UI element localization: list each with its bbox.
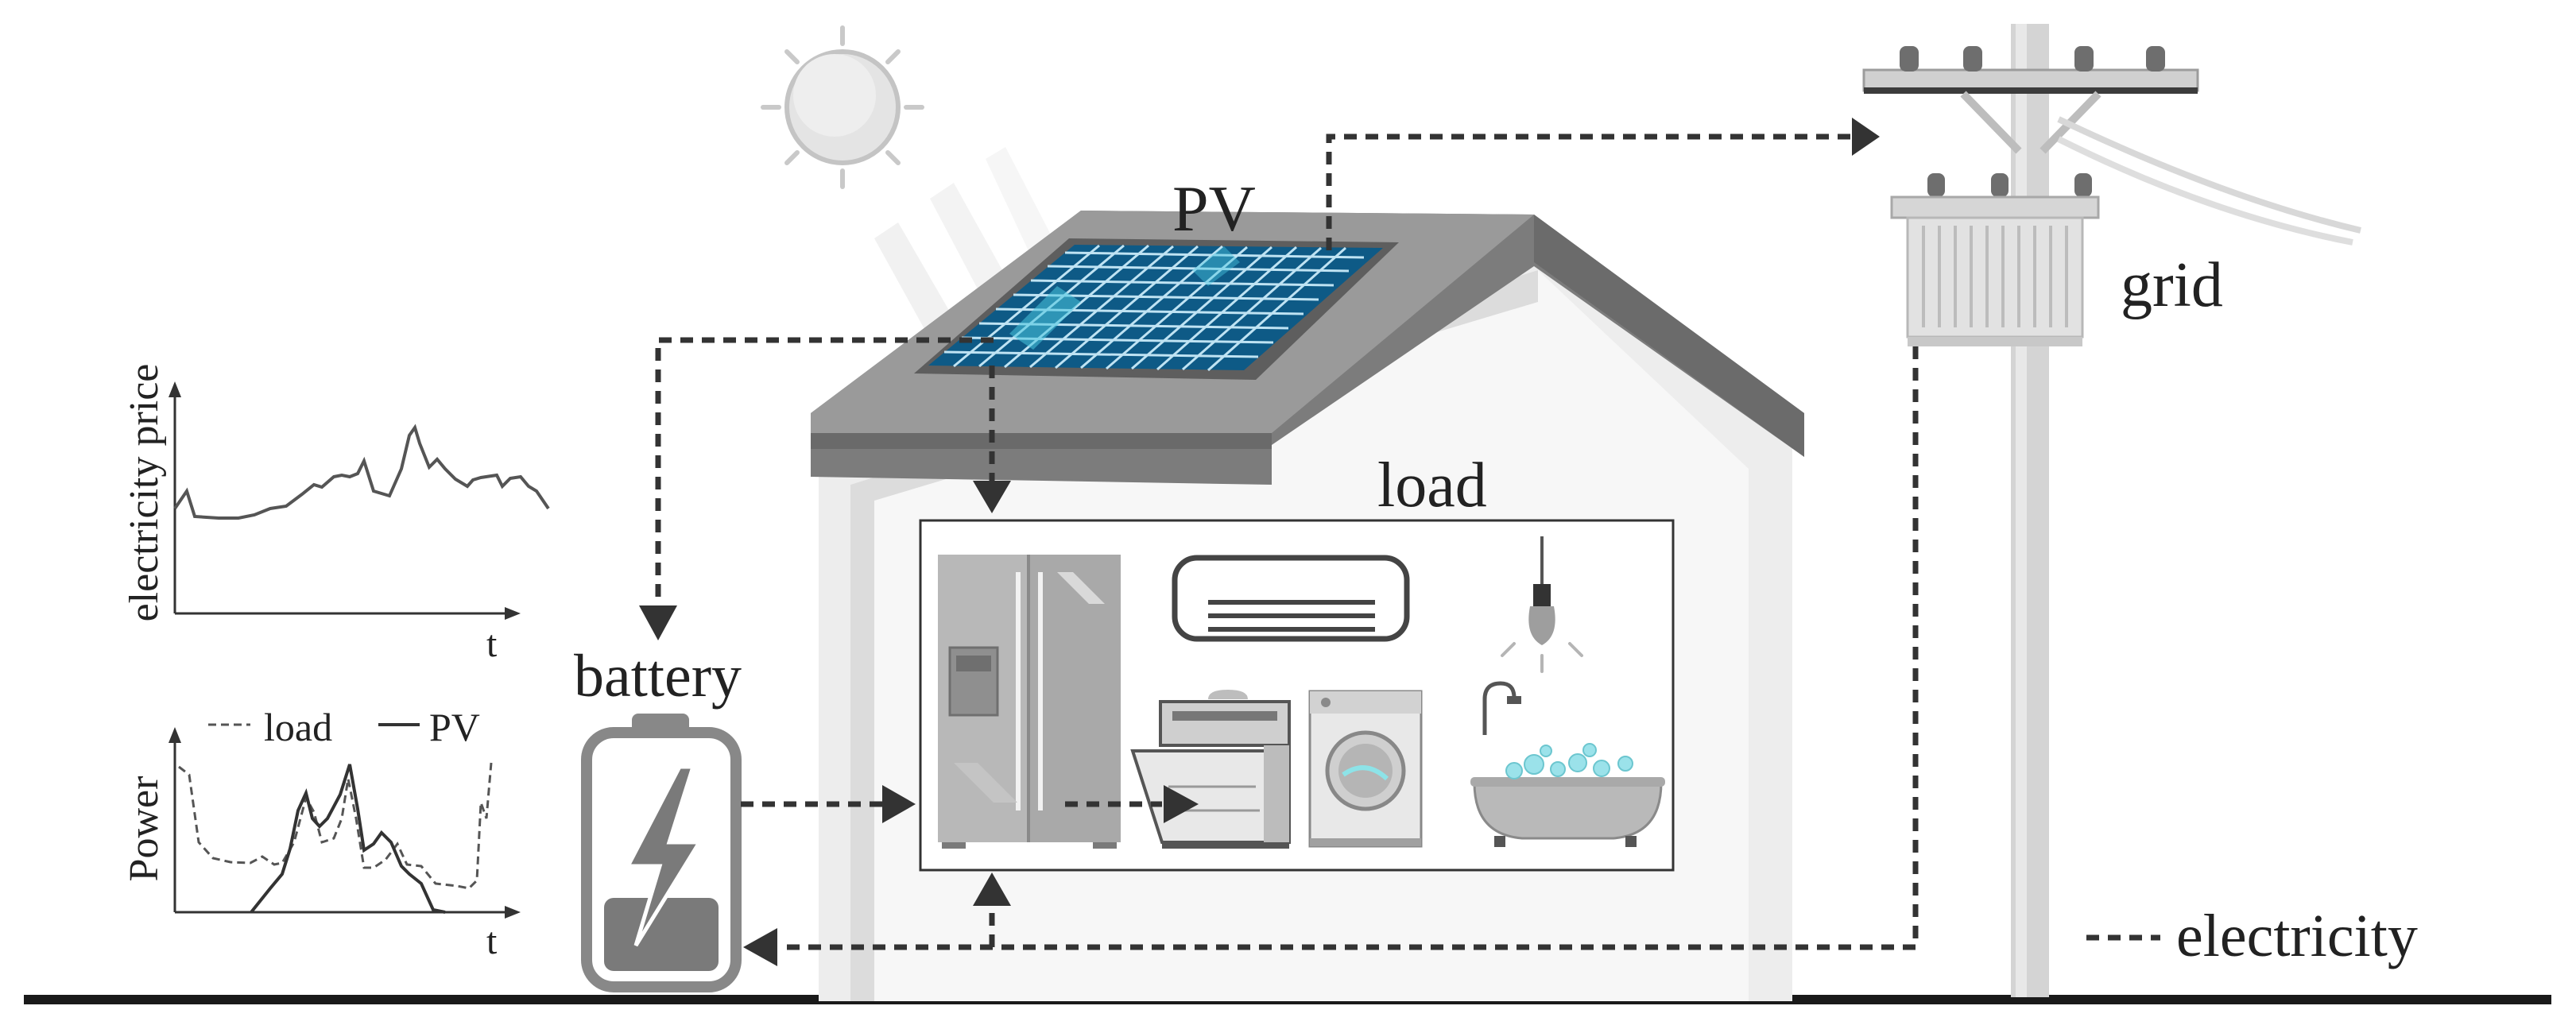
pv-label: PV bbox=[1172, 172, 1256, 245]
price-chart-ylabel: electricity price bbox=[122, 364, 167, 622]
legend-electricity-label: electricity bbox=[2176, 903, 2418, 969]
battery-label: battery bbox=[574, 643, 742, 710]
power-legend-pv: PV bbox=[429, 705, 480, 749]
price-series-line bbox=[173, 424, 550, 520]
bathtub-icon bbox=[1470, 681, 1665, 847]
power-legend-load: load bbox=[264, 705, 332, 749]
price-chart-xlabel: t bbox=[486, 623, 498, 665]
pv-series-line bbox=[250, 764, 446, 914]
washing-machine-icon bbox=[1308, 690, 1423, 848]
light-bulb-icon bbox=[1501, 536, 1583, 673]
electricity-flows bbox=[639, 118, 1919, 966]
power-chart-xlabel: t bbox=[486, 920, 498, 962]
sun-icon bbox=[761, 25, 924, 189]
load-label: load bbox=[1377, 451, 1487, 520]
refrigerator-icon bbox=[938, 555, 1121, 849]
utility-pole-icon bbox=[1862, 24, 2361, 997]
power-chart: Power t load PV bbox=[122, 705, 521, 962]
air-conditioner-icon bbox=[1172, 555, 1410, 642]
solar-panel-icon bbox=[914, 238, 1399, 380]
power-chart-ylabel: Power bbox=[122, 776, 167, 882]
battery-icon bbox=[581, 714, 742, 992]
load-series-line bbox=[178, 762, 493, 890]
legend: electricity bbox=[2086, 903, 2418, 969]
price-chart: electricity price t bbox=[122, 364, 550, 665]
grid-label: grid bbox=[2121, 250, 2223, 320]
